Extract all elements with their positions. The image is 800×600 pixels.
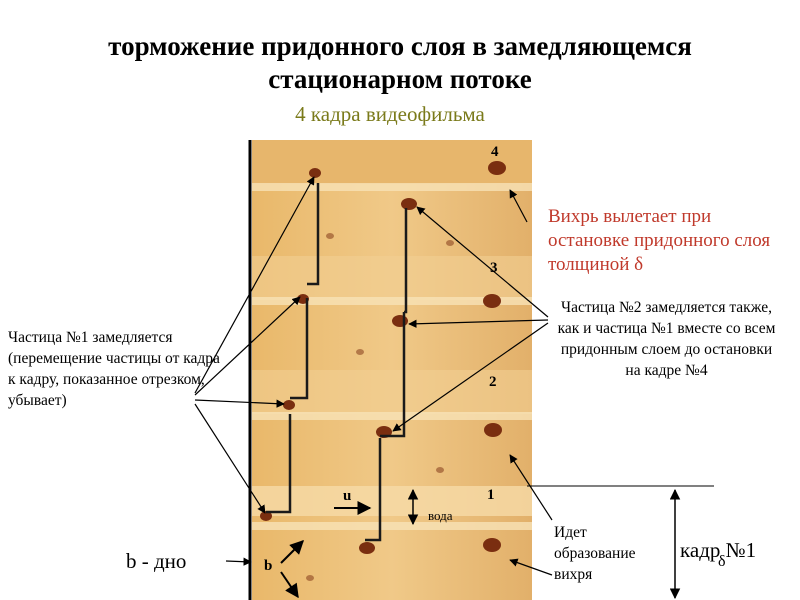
particle-2-frame-3 <box>392 315 408 327</box>
particle-1-step-1-2 <box>266 414 292 514</box>
frame-number-1: 1 <box>487 487 495 503</box>
particle-2-step-1-2 <box>365 438 382 542</box>
vortex-forming-pointer-up <box>509 454 553 521</box>
particle-1-step-3-4 <box>307 183 320 286</box>
page-title-line-1: торможение придонного слоя в замедляющем… <box>108 31 692 61</box>
frame-boundary <box>252 412 532 420</box>
bottom-label: b - дно <box>126 549 187 573</box>
particle-1-step-2-3 <box>290 298 309 400</box>
particle-2-step-2-3 <box>380 312 406 438</box>
b-arrow-up <box>280 540 304 564</box>
vortex-frame-2 <box>484 423 502 437</box>
film-strip <box>252 140 532 600</box>
page-subtitle: 4 кадра видеофильма <box>295 102 485 126</box>
delta-symbol: δ <box>718 553 726 570</box>
frame-number-2: 2 <box>489 374 497 390</box>
vortex-leaves-annotation: Вихрь вылетает при остановке придонного … <box>548 206 771 275</box>
page-title-line-2: стационарном потоке <box>268 64 532 94</box>
vortex-frame-4 <box>488 161 506 175</box>
particle-1-annotation: Частица №1 замедляется (перемещение част… <box>8 329 220 409</box>
frame-boundary <box>252 522 532 530</box>
frame-boundary <box>252 297 532 305</box>
b-arrow-down <box>280 571 299 599</box>
bottom-pointer <box>225 557 252 566</box>
particle-2-annotation: Частица №2 замедляется также, как и част… <box>557 299 776 379</box>
vortex-forming-pointer-down <box>509 558 553 576</box>
particle-1-frame-4 <box>309 168 321 178</box>
frame-boundary <box>252 183 532 191</box>
vortex-frame-3 <box>483 294 501 308</box>
particle-1-pointers <box>194 176 315 514</box>
particles <box>260 161 506 581</box>
particle-2-pointers <box>392 206 549 432</box>
frame-number-3: 3 <box>490 260 498 276</box>
vortex-forming-annotation: Идет образование вихря <box>554 524 636 583</box>
water-label: вода <box>428 508 453 523</box>
vortex-leaves-pointer <box>509 189 528 223</box>
vortex-frame-1 <box>483 538 501 552</box>
particle-1-frame-2 <box>283 400 295 410</box>
particle-2-frame-1 <box>359 542 375 554</box>
flow-velocity-label: u <box>343 488 351 504</box>
b-label: b <box>264 558 272 574</box>
particle-2-frame-4 <box>401 198 417 210</box>
frame-1-label: кадр №1 <box>680 538 757 562</box>
frame-number-4: 4 <box>491 144 499 160</box>
particle-2-step-3-4 <box>404 208 408 314</box>
